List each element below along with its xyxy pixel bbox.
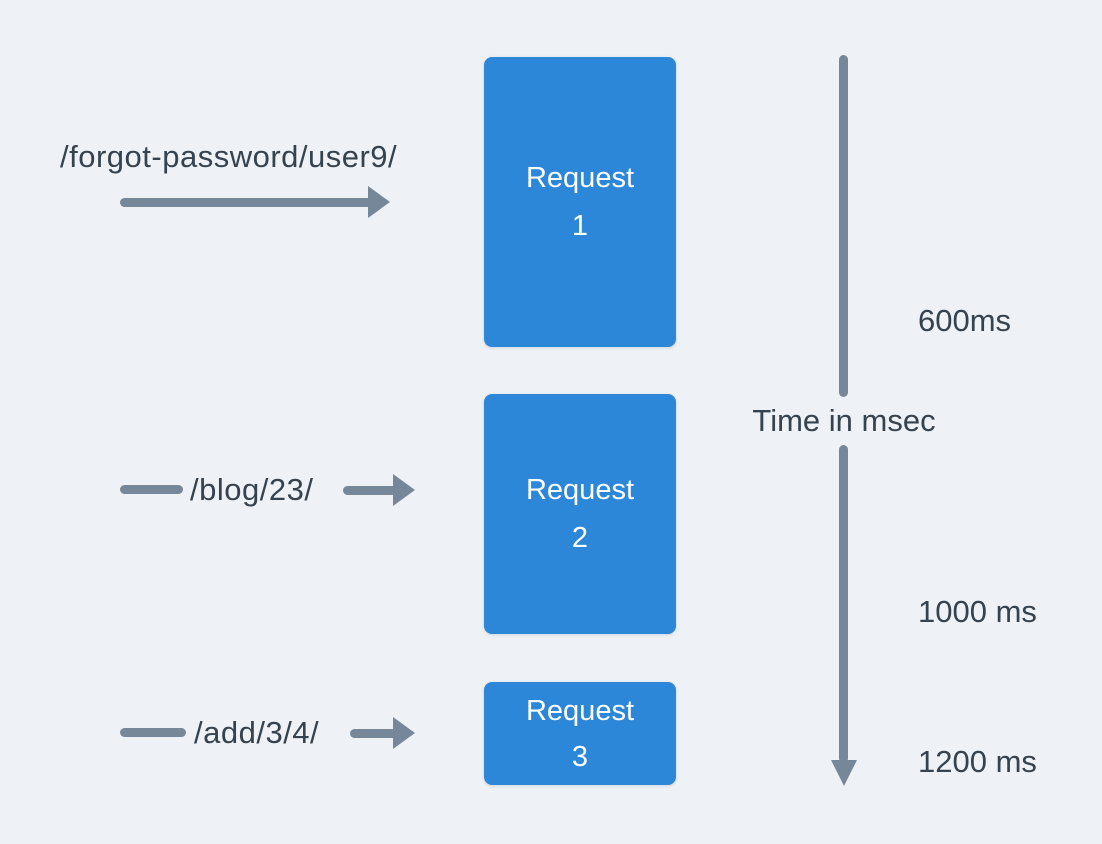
timeline-arrowhead-icon [830,760,857,786]
timeline-label: Time in msec [752,403,936,438]
time-mark-600: 600ms [918,303,1012,338]
request2-box: Request 2 [484,394,676,634]
request2-arrow-icon [343,474,415,506]
request3-path-label: /add/3/4/ [194,715,320,750]
request1-arrow-icon [120,186,390,218]
request3-box-label: Request [525,694,634,727]
request3-arrow-icon [350,717,415,749]
arrow-head [393,474,415,506]
time-mark-1200: 1200 ms [918,744,1037,779]
time-mark-1000: 1000 ms [918,594,1037,629]
request2-box-number: 2 [571,522,589,554]
request3-left-line [120,728,186,737]
request2-box-label: Request [525,474,634,506]
request2-left-line [120,485,183,494]
arrow-head [393,717,415,749]
request1-path-label: /forgot-password/user9/ [60,139,398,174]
arrow-shaft [343,485,397,495]
arrow-shaft [120,197,372,207]
timeline-segment-top [839,55,848,397]
request3-box-number: 3 [571,740,589,773]
request1-box: Request 1 [484,57,676,347]
request2-path-label: /blog/23/ [190,472,314,507]
arrow-head [368,186,390,218]
timeline-segment-bottom [839,445,848,763]
request3-box: Request 3 [484,682,676,785]
request1-box-number: 1 [571,210,589,242]
request1-box-label: Request [525,162,634,194]
arrow-shaft [350,728,397,738]
